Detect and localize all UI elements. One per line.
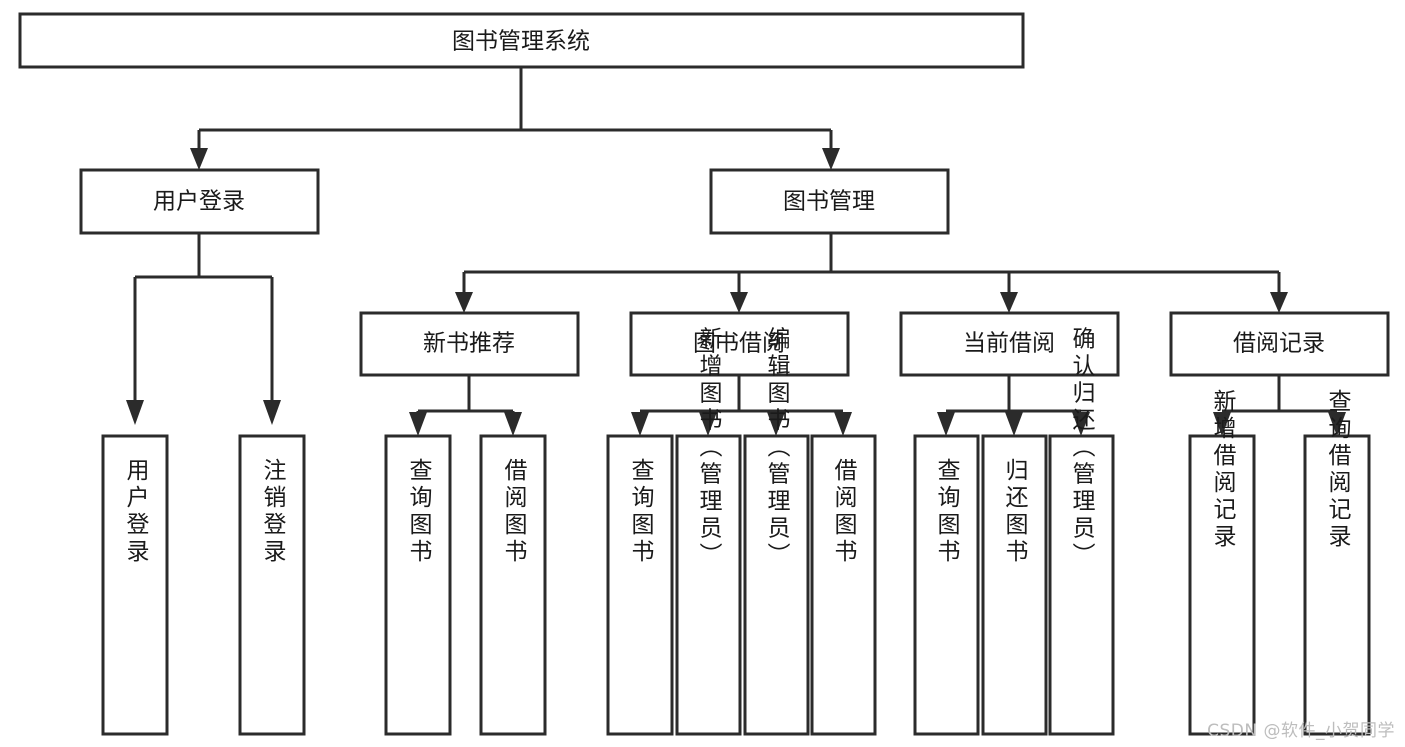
node-current-borrow-box[interactable] bbox=[899, 311, 1120, 377]
arrowhead-leaf-new-books-1 bbox=[409, 412, 427, 436]
node-user-login[interactable]: 用户登录 bbox=[79, 168, 320, 235]
arrowhead-leaf-user-login-1 bbox=[126, 400, 144, 425]
node-book-management[interactable]: 图书管理 bbox=[709, 168, 950, 235]
arrowhead-borrow bbox=[730, 292, 748, 313]
leaf-user-login-1-box[interactable] bbox=[101, 434, 169, 736]
leaf-borrow-2-box[interactable] bbox=[675, 434, 742, 736]
node-root[interactable]: 图书管理系统 bbox=[18, 12, 1025, 69]
leaf-new-books-2-label: 借阅图书 bbox=[500, 458, 528, 566]
node-new-book-recommend[interactable]: 新书推荐 bbox=[359, 311, 580, 377]
node-book-management-label: 图书管理 bbox=[783, 189, 875, 215]
leaf-new-books-1-label: 查询图书 bbox=[405, 458, 433, 566]
leaf-node[interactable]: 借阅图书 bbox=[810, 434, 877, 736]
node-borrow-records-label: 借阅记录 bbox=[1233, 331, 1325, 357]
leaf-new-books-2-box[interactable] bbox=[479, 434, 547, 736]
leaf-new-books-1-box[interactable] bbox=[384, 434, 452, 736]
leaf-records-2-label: 查询借阅记录 bbox=[1324, 389, 1352, 551]
leaf-node[interactable]: 确认归还（管理员） bbox=[1048, 327, 1115, 736]
leaf-user-login-2-box[interactable] bbox=[238, 434, 306, 736]
connector-group-new-books bbox=[409, 375, 522, 436]
node-book-borrow-box[interactable] bbox=[629, 311, 850, 377]
node-new-book-recommend-label: 新书推荐 bbox=[423, 331, 515, 357]
leaf-node[interactable]: 新增图书（管理员） bbox=[675, 327, 742, 736]
connector-group-records bbox=[1213, 375, 1346, 436]
connector-group-root bbox=[190, 67, 840, 170]
leaf-node[interactable]: 查询图书 bbox=[913, 434, 980, 736]
connector-group-current bbox=[937, 375, 1090, 436]
leaf-node[interactable]: 查询图书 bbox=[606, 434, 674, 736]
leaf-borrow-3-label: 编辑图书（管理员） bbox=[763, 327, 791, 570]
leaf-user-login-1-label: 用户登录 bbox=[122, 458, 150, 566]
leaf-node[interactable]: 新增借阅记录 bbox=[1188, 389, 1256, 736]
arrowhead-leaf-new-books-2 bbox=[504, 412, 522, 436]
leaf-node[interactable]: 查询借阅记录 bbox=[1303, 389, 1371, 736]
arrowhead-new-books bbox=[455, 292, 473, 313]
leaf-borrow-4-box[interactable] bbox=[810, 434, 877, 736]
leaf-current-3-label: 确认归还（管理员） bbox=[1068, 327, 1096, 570]
csdn-watermark: CSDN @软件_小贺同学 bbox=[1207, 721, 1395, 741]
node-root-box[interactable] bbox=[18, 12, 1025, 69]
leaf-records-2-box[interactable] bbox=[1303, 434, 1371, 736]
arrowhead-leaf-borrow-1 bbox=[631, 412, 649, 436]
arrowhead-leaf-current-2 bbox=[1005, 412, 1023, 436]
leaf-node[interactable]: 借阅图书 bbox=[479, 434, 547, 736]
node-user-login-box[interactable] bbox=[79, 168, 320, 235]
node-book-borrow-label: 图书借阅 bbox=[693, 331, 785, 357]
node-root-label: 图书管理系统 bbox=[452, 29, 590, 55]
leaf-current-1-box[interactable] bbox=[913, 434, 980, 736]
leaf-borrow-1-box[interactable] bbox=[606, 434, 674, 736]
leaf-node[interactable]: 注销登录 bbox=[238, 434, 306, 736]
leaf-current-3-box[interactable] bbox=[1048, 434, 1115, 736]
leaf-node[interactable]: 归还图书 bbox=[981, 434, 1048, 736]
arrowhead-leaf-current-3 bbox=[1072, 412, 1090, 436]
connector-group-borrow bbox=[631, 375, 852, 436]
leaf-user-login-2-label: 注销登录 bbox=[259, 458, 287, 566]
arrowhead-book-mgmt bbox=[822, 148, 840, 170]
leaf-borrow-4-label: 借阅图书 bbox=[830, 458, 858, 566]
arrowhead-records bbox=[1270, 292, 1288, 313]
leaf-node[interactable]: 编辑图书（管理员） bbox=[743, 327, 810, 736]
leaf-node[interactable]: 用户登录 bbox=[101, 434, 169, 736]
leaf-borrow-2-label: 新增图书（管理员） bbox=[695, 327, 723, 570]
arrowhead-leaf-current-1 bbox=[937, 412, 955, 436]
node-book-management-box[interactable] bbox=[709, 168, 950, 235]
leaf-current-2-box[interactable] bbox=[981, 434, 1048, 736]
leaf-records-1-box[interactable] bbox=[1188, 434, 1256, 736]
arrowhead-leaf-borrow-3 bbox=[767, 412, 785, 436]
leaf-borrow-1-label: 查询图书 bbox=[627, 458, 655, 566]
connector-group-book-mgmt bbox=[455, 233, 1288, 313]
node-borrow-records[interactable]: 借阅记录 bbox=[1169, 311, 1390, 377]
arrowhead-leaf-user-login-2 bbox=[263, 400, 281, 425]
leaf-current-1-label: 查询图书 bbox=[933, 458, 961, 566]
arrowhead-leaf-borrow-2 bbox=[699, 412, 717, 436]
node-current-borrow[interactable]: 当前借阅 bbox=[899, 311, 1120, 377]
leaf-borrow-3-box[interactable] bbox=[743, 434, 810, 736]
node-new-book-recommend-box[interactable] bbox=[359, 311, 580, 377]
leaf-node[interactable]: 查询图书 bbox=[384, 434, 452, 736]
arrowhead-leaf-borrow-4 bbox=[834, 412, 852, 436]
arrowhead-leaf-records-2 bbox=[1328, 412, 1346, 436]
arrowhead-leaf-records-1 bbox=[1213, 412, 1231, 436]
node-user-login-label: 用户登录 bbox=[153, 189, 245, 215]
arrowhead-user-login bbox=[190, 148, 208, 170]
arrowhead-current bbox=[1000, 292, 1018, 313]
node-current-borrow-label: 当前借阅 bbox=[963, 331, 1055, 357]
leaf-records-1-label: 新增借阅记录 bbox=[1209, 389, 1237, 551]
leaf-current-2-label: 归还图书 bbox=[1001, 458, 1029, 566]
node-book-borrow[interactable]: 图书借阅 bbox=[629, 311, 850, 377]
node-borrow-records-box[interactable] bbox=[1169, 311, 1390, 377]
connector-group-user-login bbox=[126, 233, 281, 425]
